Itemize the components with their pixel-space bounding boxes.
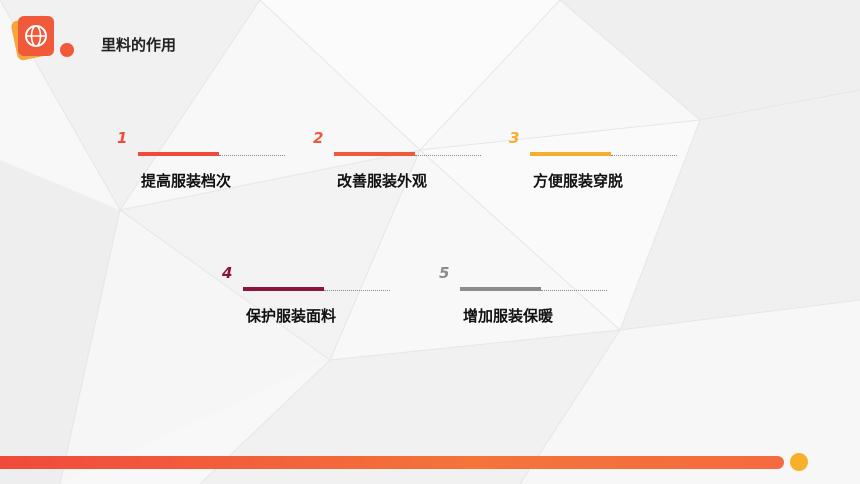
list-item: 5 增加服装保暖 xyxy=(439,264,607,325)
list-item: 2 改善服装外观 xyxy=(313,129,481,190)
item-number: 4 xyxy=(222,264,233,282)
item-divider xyxy=(219,155,285,156)
item-label: 方便服装穿脱 xyxy=(533,172,624,190)
item-number: 2 xyxy=(313,129,324,147)
item-label: 增加服装保暖 xyxy=(463,307,554,325)
list-item: 4 保护服装面料 xyxy=(222,264,390,325)
footer-accent-bar xyxy=(0,456,784,469)
footer-accent-dot xyxy=(790,453,808,471)
item-divider xyxy=(415,155,481,156)
item-accent-bar xyxy=(460,287,541,291)
item-accent-bar xyxy=(243,287,324,291)
item-accent-bar xyxy=(334,152,415,156)
item-divider xyxy=(541,290,607,291)
item-accent-bar xyxy=(138,152,219,156)
item-divider xyxy=(324,290,390,291)
item-label: 改善服装外观 xyxy=(337,172,428,190)
item-number: 3 xyxy=(509,129,520,147)
item-label: 提高服装档次 xyxy=(141,172,232,190)
item-divider xyxy=(611,155,677,156)
item-number: 1 xyxy=(117,129,128,147)
item-label: 保护服装面料 xyxy=(246,307,337,325)
list-item: 1 提高服装档次 xyxy=(117,129,285,190)
item-accent-bar xyxy=(530,152,611,156)
list-item: 3 方便服装穿脱 xyxy=(509,129,677,190)
item-number: 5 xyxy=(439,264,450,282)
globe-document-icon xyxy=(11,15,74,61)
slide-title: 里料的作用 xyxy=(101,36,177,54)
